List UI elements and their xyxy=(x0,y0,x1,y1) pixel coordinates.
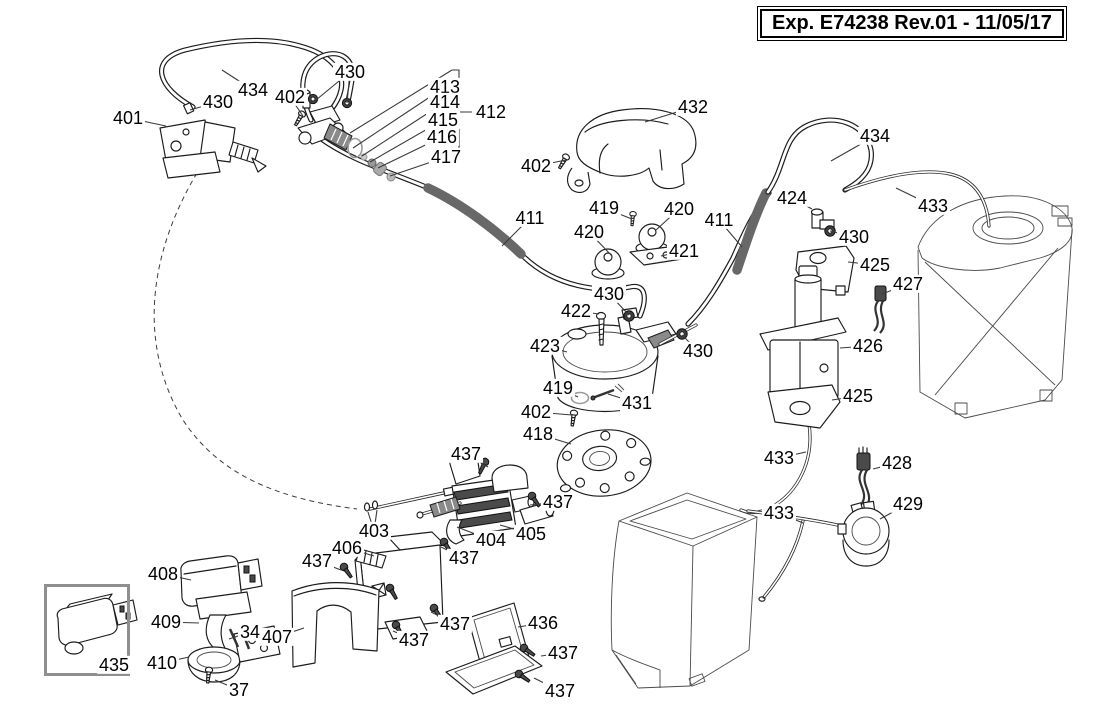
part-callout-433: 433 xyxy=(761,502,797,523)
part-callout-437: 437 xyxy=(396,629,432,650)
part-callout-434: 434 xyxy=(857,125,893,146)
part-callout-421: 421 xyxy=(666,240,702,261)
part-callout-412: 412 xyxy=(473,101,509,122)
part-callout-433: 433 xyxy=(761,447,797,468)
variant-frame-435 xyxy=(44,584,130,676)
dashed-routing-line xyxy=(153,172,358,510)
part-callout-413: 413 xyxy=(427,76,463,97)
cover-432 xyxy=(555,108,697,193)
part-callout-401: 401 xyxy=(110,107,146,128)
variant-part-435 xyxy=(56,593,138,655)
valve-kit-412 xyxy=(291,69,472,182)
part-callout-426: 426 xyxy=(850,335,886,356)
part-callout-437: 437 xyxy=(448,443,484,464)
part-callout-417: 417 xyxy=(428,146,464,167)
part-callout-437: 437 xyxy=(446,547,482,568)
part-callout-424: 424 xyxy=(774,187,810,208)
part-callout-430: 430 xyxy=(200,91,236,112)
flowmeter-429-cable-428 xyxy=(837,446,890,567)
part-callout-427: 427 xyxy=(890,273,926,294)
part-callout-37: 37 xyxy=(226,679,252,700)
part-callout-436: 436 xyxy=(525,612,561,633)
part-callout-432: 432 xyxy=(675,96,711,117)
part-callout-435: 435 xyxy=(96,654,132,675)
part-callout-428: 428 xyxy=(879,452,915,473)
part-callout-406: 406 xyxy=(329,537,365,558)
part-callout-409: 409 xyxy=(148,611,184,632)
part-callout-410: 410 xyxy=(144,652,180,673)
panel-407 xyxy=(291,582,380,668)
part-callout-430: 430 xyxy=(836,226,872,247)
solenoid-valve-401 xyxy=(159,102,267,179)
revision-box: Exp. E74238 Rev.01 - 11/05/17 xyxy=(757,6,1067,41)
part-callout-429: 429 xyxy=(890,493,926,514)
part-callout-422: 422 xyxy=(558,300,594,321)
revision-text: Exp. E74238 Rev.01 - 11/05/17 xyxy=(760,9,1064,38)
part-callout-404: 404 xyxy=(473,529,509,550)
water-tank-housing xyxy=(917,195,1073,419)
boiler-plate-418 xyxy=(556,383,652,497)
part-callout-403: 403 xyxy=(356,520,392,541)
part-callout-419: 419 xyxy=(540,377,576,398)
part-callout-418: 418 xyxy=(520,423,556,444)
part-callout-430: 430 xyxy=(680,340,716,361)
part-callout-411: 411 xyxy=(702,209,736,230)
part-callout-437: 437 xyxy=(437,613,473,634)
part-callout-420: 420 xyxy=(661,198,697,219)
part-callout-407: 407 xyxy=(259,626,295,647)
part-callout-430: 430 xyxy=(591,283,627,304)
part-callout-425: 425 xyxy=(857,254,893,275)
part-callout-437: 437 xyxy=(299,550,335,571)
part-callout-437: 437 xyxy=(542,680,578,701)
part-callout-415: 415 xyxy=(425,109,461,130)
part-callout-411: 411 xyxy=(513,207,547,228)
part-callout-437: 437 xyxy=(545,642,581,663)
part-callout-431: 431 xyxy=(619,392,655,413)
boiler-423 xyxy=(551,307,698,412)
part-callout-433: 433 xyxy=(915,195,951,216)
part-callout-430: 430 xyxy=(332,61,368,82)
part-callout-408: 408 xyxy=(145,563,181,584)
part-callout-437: 437 xyxy=(540,491,576,512)
part-callout-402: 402 xyxy=(518,155,554,176)
switch-group-408-409-410 xyxy=(180,555,281,684)
part-callout-34: 34 xyxy=(237,621,263,642)
part-callout-434: 434 xyxy=(235,79,271,100)
hoses-and-tubes xyxy=(159,37,991,602)
part-callout-425: 425 xyxy=(840,385,876,406)
part-callout-405: 405 xyxy=(513,523,549,544)
service-door-436 xyxy=(445,602,543,695)
part-callout-402: 402 xyxy=(272,86,308,107)
part-callout-419: 419 xyxy=(586,197,622,218)
part-callout-414: 414 xyxy=(427,91,463,112)
waste-bin xyxy=(610,492,758,689)
part-callout-416: 416 xyxy=(424,126,460,147)
part-callout-402: 402 xyxy=(518,401,554,422)
part-callout-420: 420 xyxy=(571,221,607,242)
pump-426-brackets-425 xyxy=(759,208,887,429)
part-callout-423: 423 xyxy=(527,335,563,356)
